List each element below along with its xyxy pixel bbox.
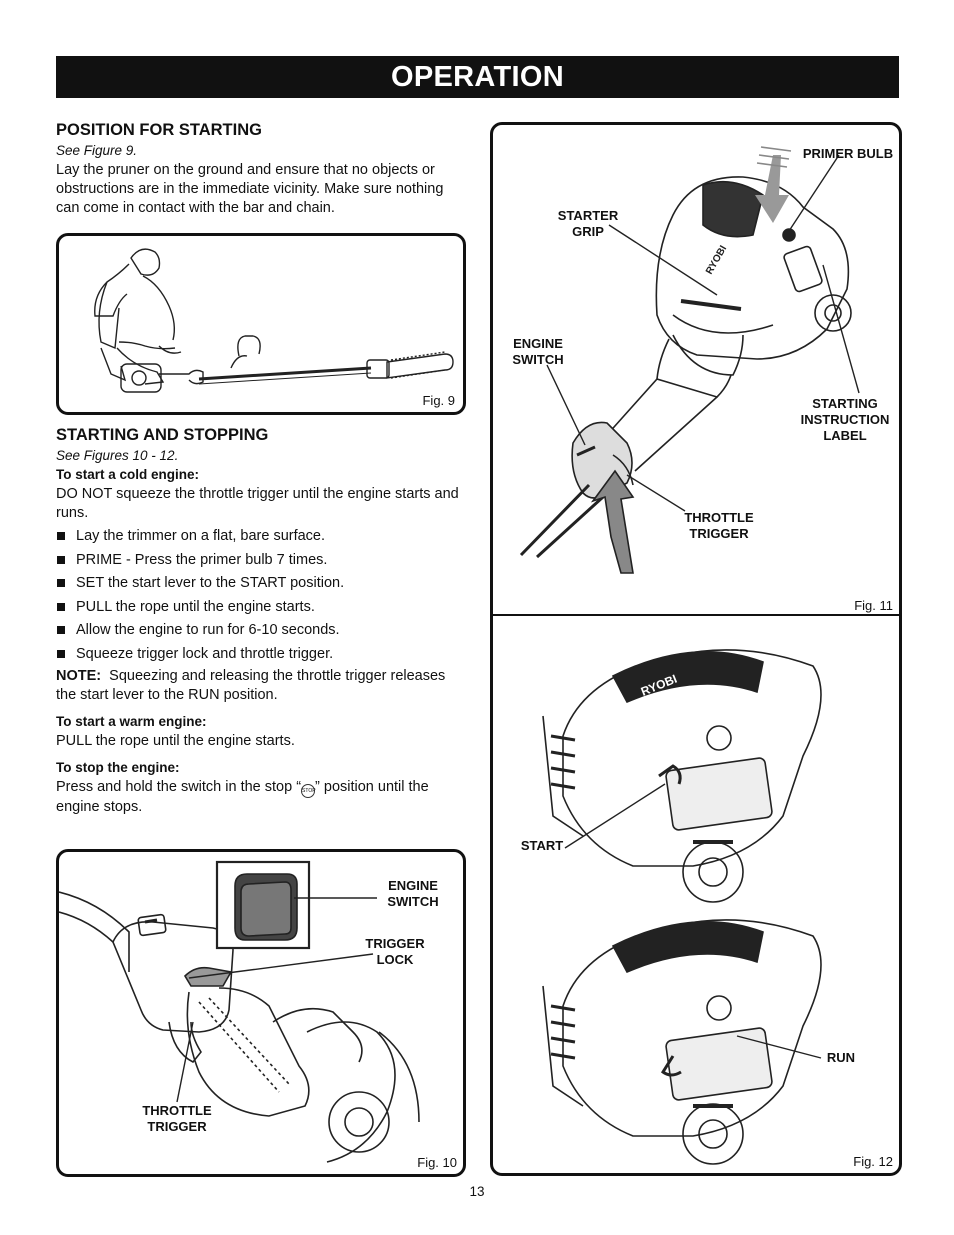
page-title: OPERATION	[391, 61, 564, 93]
section-heading: POSITION FOR STARTING	[56, 121, 262, 139]
callout-run: RUN	[826, 1050, 856, 1065]
start-steps-list: Lay the trimmer on a flat, bare surface.…	[56, 527, 466, 664]
list-item: PRIME - Press the primer bulb 7 times.	[56, 551, 466, 570]
subheading-warm-engine: To start a warm engine:	[56, 714, 207, 729]
pruner-operator-illustration	[94, 248, 454, 393]
stop-text-start: Press and hold the switch in the stop “	[56, 779, 302, 795]
figure-label: Fig. 11	[854, 598, 893, 613]
section-heading: STARTING AND STOPPING	[56, 426, 269, 444]
figure-11: RYOBI	[490, 122, 902, 620]
figure-label: Fig. 10	[417, 1155, 457, 1170]
position-for-starting-section: POSITION FOR STARTING See Figure 9. Lay …	[56, 121, 466, 218]
stop-text: Press and hold the switch in the stop “S…	[56, 778, 466, 817]
figure-reference: See Figure 9.	[56, 143, 138, 158]
callout-primer-bulb: PRIMER BULB	[802, 146, 894, 161]
cold-intro-text: DO NOT squeeze the throttle trigger unti…	[56, 486, 459, 521]
page-header-banner: OPERATION	[56, 56, 899, 98]
figure-12: RYOBI START RUN Fig. 12	[490, 614, 902, 1176]
stop-text-end: ” position until the engine stops.	[56, 779, 429, 815]
callout-start: START	[520, 838, 564, 853]
subheading-cold-engine: To start a cold engine:	[56, 467, 200, 482]
list-item: PULL the rope until the engine starts.	[56, 598, 466, 617]
note-label: NOTE:	[56, 668, 102, 684]
engine-switch-trigger-illustration	[59, 860, 420, 1163]
figure-label: Fig. 9	[422, 393, 455, 408]
list-item: Squeeze trigger lock and throttle trigge…	[56, 645, 466, 664]
start-run-lever-illustration: RYOBI	[542, 649, 822, 1165]
list-item: Lay the trimmer on a flat, bare surface.	[56, 527, 466, 546]
subheading-stop-engine: To stop the engine:	[56, 760, 180, 775]
figure-9: Fig. 9	[56, 233, 466, 415]
note-paragraph: NOTE: Squeezing and releasing the thrott…	[56, 667, 466, 705]
figure-label: Fig. 12	[853, 1154, 893, 1169]
body-text: Lay the pruner on the ground and ensure …	[56, 162, 444, 216]
figure-reference: See Figures 10 - 12.	[56, 448, 179, 463]
engine-start-controls-illustration: RYOBI	[519, 146, 860, 574]
list-item: Allow the engine to run for 6-10 seconds…	[56, 621, 466, 640]
starting-and-stopping-section: STARTING AND STOPPING See Figures 10 - 1…	[56, 426, 466, 817]
list-item: SET the start lever to the START positio…	[56, 574, 466, 593]
page-number: 13	[469, 1184, 485, 1199]
note-text: Squeezing and releasing the throttle tri…	[56, 668, 446, 703]
warm-text: PULL the rope until the engine starts.	[56, 733, 295, 749]
brand-text: RYOBI	[704, 244, 729, 277]
stop-icon: STOP	[301, 784, 316, 798]
